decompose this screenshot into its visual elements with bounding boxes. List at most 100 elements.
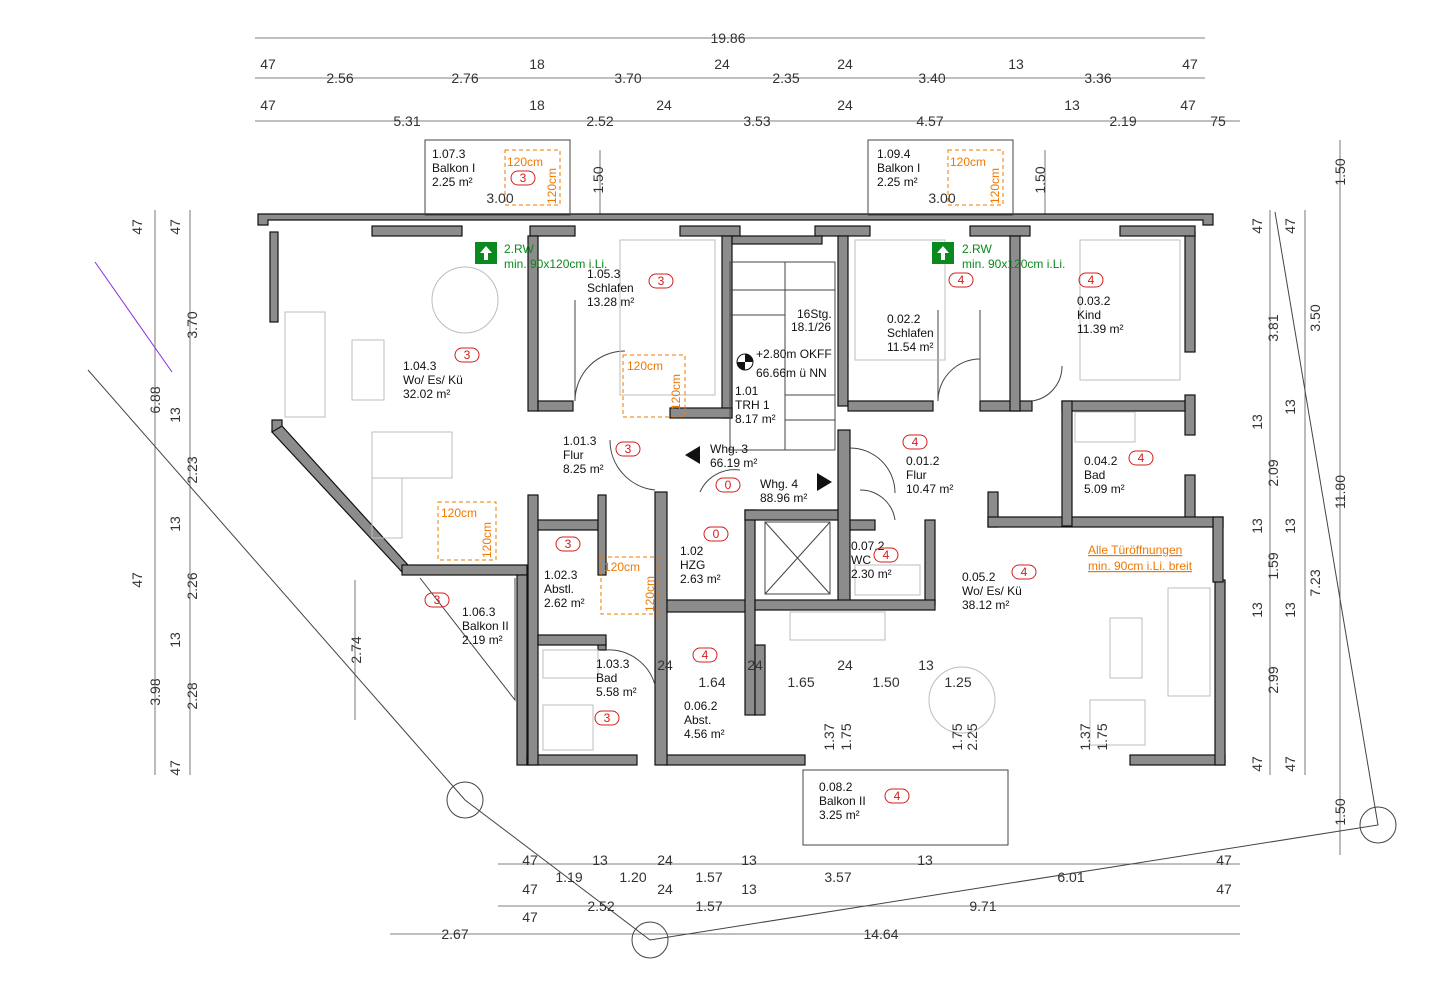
room-area: 13.28 m²	[587, 295, 634, 309]
room-name: TRH 1	[735, 398, 770, 412]
turning-space	[600, 556, 659, 615]
dimension-text: 13	[741, 881, 757, 897]
escape-route-note: min. 90x120cm i.Li.	[962, 257, 1065, 271]
dimension-text: 47	[1249, 218, 1265, 234]
dimension-text: 9.71	[969, 898, 996, 914]
room-tag-badge	[902, 434, 928, 450]
dimension-text: 2.52	[586, 113, 613, 129]
dimension-text: 1.50	[1332, 158, 1348, 185]
room-name: Balkon I	[877, 161, 920, 175]
turning-space-label: 120cm	[507, 155, 543, 169]
dimension-text: 7.23	[1307, 569, 1323, 596]
room-id: 0.05.2	[962, 570, 996, 584]
dimension-text: 1.50	[590, 166, 606, 193]
room-id: 0.08.2	[819, 780, 853, 794]
room-area: 2.30 m²	[851, 567, 892, 581]
room-tag-badge	[594, 710, 620, 726]
turning-space-label: 120cm	[950, 155, 986, 169]
room-tag: 4	[1021, 565, 1028, 579]
stair-labels: 16Stg. 18.1/26 +2.80m OKFF 66.66m ü NN	[736, 307, 832, 380]
arrow-left-icon	[685, 446, 700, 464]
dimension-text: 47	[129, 572, 145, 588]
room-tag-badge	[1011, 564, 1037, 580]
room-name: Schlafen	[887, 326, 934, 340]
room-tag: 3	[604, 711, 611, 725]
dimension-text: 2.26	[184, 572, 200, 599]
dimension-text: 24	[747, 657, 763, 673]
dimension-text: 19.86	[710, 30, 745, 46]
dimension-text: 2.25	[964, 723, 980, 750]
dimension-text: 2.52	[587, 898, 614, 914]
door-note: Alle Türöffnungen min. 90cm i.Li. breit	[1088, 543, 1193, 573]
room-area: 3.25 m²	[819, 808, 860, 822]
room-tag: 3	[565, 537, 572, 551]
room-tag: 3	[520, 171, 527, 185]
room-tag: 4	[702, 648, 709, 662]
room-area: 38.12 m²	[962, 598, 1009, 612]
dimension-text: 47	[522, 909, 538, 925]
turning-space-label: 120cm	[669, 374, 683, 410]
dimension-text: 47	[260, 97, 276, 113]
room-id: 1.07.3	[432, 147, 466, 161]
room-area: 8.25 m²	[563, 462, 604, 476]
escape-route-label: 2.RW	[504, 242, 534, 256]
escape-route-right: 2.RW min. 90x120cm i.Li.	[932, 242, 1065, 271]
stair-steps: 16Stg.	[797, 307, 832, 321]
room-tag-badge	[648, 273, 674, 289]
room-name: Flur	[563, 448, 584, 462]
dimension-text: 1.37	[821, 723, 837, 750]
thin-lines	[87, 139, 1397, 959]
dimension-text: 47	[167, 760, 183, 776]
turning-space-label: 120cm	[545, 168, 559, 204]
dimension-text: 5.31	[393, 113, 420, 129]
room-tag-badge	[424, 592, 450, 608]
room-tag: 3	[464, 348, 471, 362]
dimension-text: 75	[1210, 113, 1226, 129]
dimension-text: 6.01	[1057, 869, 1084, 885]
room-tag: 3	[658, 274, 665, 288]
dimension-text: 13	[1064, 97, 1080, 113]
room-id: 0.06.2	[684, 699, 718, 713]
dimension-text: 3.40	[918, 70, 945, 86]
level-nn: 66.66m ü NN	[756, 366, 827, 380]
dimension-text: 1.57	[695, 869, 722, 885]
dimension-text: 2.09	[1265, 459, 1281, 486]
dimension-text: 3.98	[147, 678, 163, 705]
dimension-text: 2.74	[348, 636, 364, 663]
room-tag-badge	[1128, 450, 1154, 466]
dimension-text: 47	[1282, 756, 1298, 772]
unit-4-name: Whg. 4	[760, 477, 798, 491]
dimension-text: 3.81	[1265, 314, 1281, 341]
dimension-text: 47	[1249, 756, 1265, 772]
room-area: 2.62 m²	[544, 596, 585, 610]
dimension-text: 47	[260, 56, 276, 72]
room-area: 11.54 m²	[887, 340, 933, 354]
turning-space	[622, 354, 686, 418]
dimension-text: 13	[1249, 602, 1265, 618]
room-tag: 4	[894, 789, 901, 803]
level-okff: +2.80m OKFF	[756, 347, 832, 361]
room-name: Balkon I	[432, 161, 475, 175]
dimension-text: 3.57	[824, 869, 851, 885]
dimension-text: 6.88	[147, 386, 163, 413]
room-id: 0.02.2	[887, 312, 921, 326]
dimension-text: 47	[522, 881, 538, 897]
dimension-text: 24	[837, 56, 853, 72]
room-tag: 4	[912, 435, 919, 449]
dimension-text: 1.37	[1077, 723, 1093, 750]
dimension-text: 13	[1282, 602, 1298, 618]
dimension-text: 47	[522, 852, 538, 868]
room-name: Bad	[1084, 468, 1105, 482]
dimension-text: 13	[592, 852, 608, 868]
room-tag-badge	[692, 647, 718, 663]
dimension-text: 1.75	[1094, 723, 1110, 750]
dimension-text: 13	[167, 407, 183, 423]
turning-space-labels: 120cm 120cm 120cm 120cm 120cm 120cm 120c…	[441, 155, 1002, 612]
dimension-text: 24	[656, 97, 672, 113]
unit-markers: Whg. 3 66.19 m² Whg. 4 88.96 m² 0	[685, 442, 832, 505]
